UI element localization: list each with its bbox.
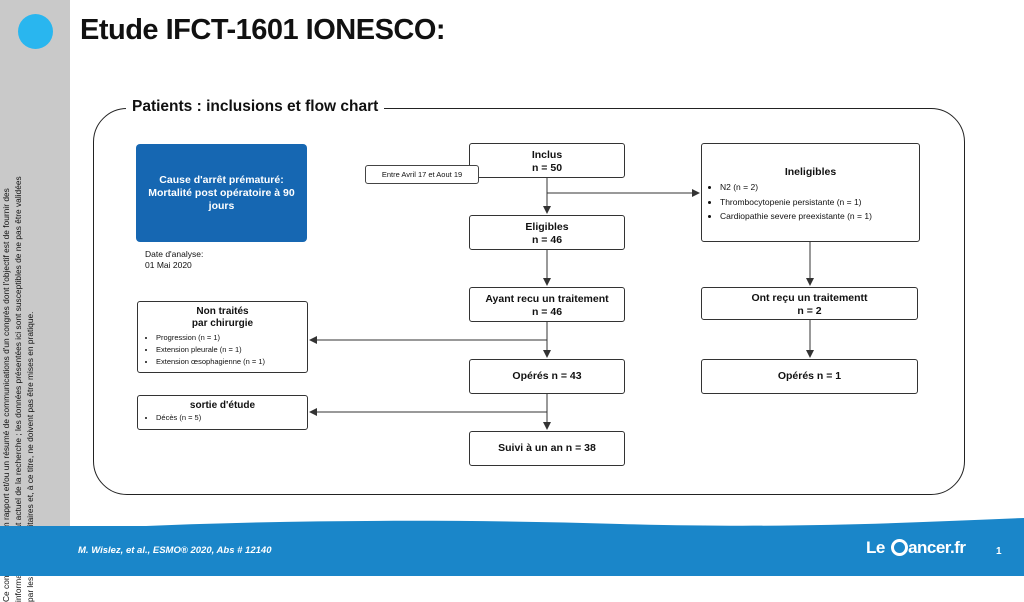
ont-recu-box: Ont reçu un traitementt n = 2 [701, 287, 918, 320]
logo-text-part2: ancer.fr [908, 538, 966, 557]
non-traites-box: Non traités par chirurgie Progression (n… [137, 301, 308, 373]
list-item: Décès (n = 5) [156, 412, 307, 424]
lecancer-logo: Le ancer.fr [866, 538, 966, 558]
list-item: Thrombocytopenie persistante (n = 1) [720, 195, 919, 210]
non-traites-title-line2: par chirurgie [191, 318, 254, 329]
date-analysis-label: Date d'analyse: [145, 249, 204, 259]
suivi-box: Suivi à un an n = 38 [469, 431, 625, 466]
ineligibles-list: N2 (n = 2) Thrombocytopenie persistante … [702, 180, 919, 224]
non-traites-title-line1: Non traités [196, 306, 249, 317]
stop-cause-line1: Cause d'arrêt prématuré: [159, 173, 284, 186]
blue-dot-decoration [18, 14, 53, 49]
list-item: Extension pleurale (n = 1) [156, 344, 307, 356]
logo-c-icon [891, 539, 909, 556]
non-traites-title: Non traités par chirurgie [138, 306, 307, 330]
traitement-label: Ayant recu un traitement [485, 293, 609, 305]
ont-recu-count: n = 2 [797, 304, 822, 317]
operes-label: Opérés n = 43 [512, 370, 582, 382]
ineligibles-box: Ineligibles N2 (n = 2) Thrombocytopenie … [701, 143, 920, 242]
date-analysis-value: 01 Mai 2020 [145, 260, 192, 270]
citation: M. Wislez, et al., ESMO® 2020, Abs # 121… [78, 545, 272, 556]
inclus-box: Inclus n = 50 [469, 143, 625, 178]
ineligibles-title: Ineligibles [784, 166, 837, 178]
footer-bar: M. Wislez, et al., ESMO® 2020, Abs # 121… [0, 518, 1024, 576]
operes-right-box: Opérés n = 1 [701, 359, 918, 394]
date-analysis: Date d'analyse: 01 Mai 2020 [145, 249, 203, 271]
sortie-list: Décès (n = 5) [138, 412, 307, 424]
list-item: Extension œsophagienne (n = 1) [156, 356, 307, 368]
traitement-count: n = 46 [531, 306, 563, 318]
page-number: 1 [996, 546, 1002, 557]
left-sidebar: Ce contenu est un un rapport et/ou un ré… [0, 0, 70, 602]
eligibles-count: n = 46 [531, 234, 563, 246]
sortie-box: sortie d'étude Décès (n = 5) [137, 395, 308, 430]
non-traites-list: Progression (n = 1) Extension pleurale (… [138, 332, 307, 368]
traitement-box: Ayant recu un traitement n = 46 [469, 287, 625, 322]
logo-text-part1: Le [866, 538, 890, 557]
inclus-count: n = 50 [531, 162, 563, 174]
sortie-title: sortie d'étude [189, 400, 256, 411]
list-item: Cardiopathie severe preexistante (n = 1) [720, 209, 919, 224]
eligibles-label: Eligibles [525, 221, 569, 233]
date-range-tag: Entre Avril 17 et Aout 19 [365, 165, 479, 184]
inclus-label: Inclus [531, 149, 563, 161]
list-item: Progression (n = 1) [156, 332, 307, 344]
stop-cause-line2: Mortalité post opératoire à 90 jours [148, 186, 295, 212]
operes-right-label: Opérés n = 1 [777, 370, 842, 382]
section-title: Patients : inclusions et flow chart [126, 98, 385, 116]
eligibles-box: Eligibles n = 46 [469, 215, 625, 250]
stop-cause-box: Cause d'arrêt prématuré: Mortalité post … [136, 144, 307, 242]
ont-recu-label: Ont reçu un traitementt [751, 292, 868, 304]
list-item: N2 (n = 2) [720, 180, 919, 195]
operes-box: Opérés n = 43 [469, 359, 625, 394]
slide-title: Etude IFCT-1601 IONESCO: [80, 14, 446, 46]
flowchart-frame [93, 108, 965, 495]
suivi-label: Suivi à un an n = 38 [498, 442, 596, 454]
footer-wave-decoration [0, 518, 1024, 534]
